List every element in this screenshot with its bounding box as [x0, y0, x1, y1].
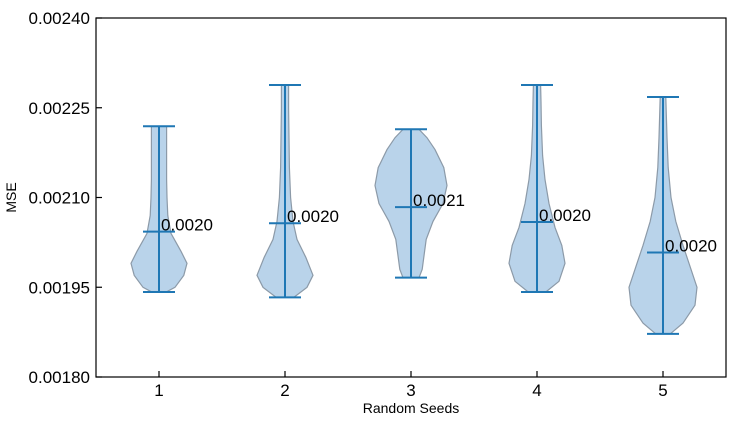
violin-4: 0.0020: [508, 84, 591, 294]
violin-2: 0.0020: [256, 84, 339, 299]
y-axis-label: MSE: [3, 182, 19, 212]
violin-mean-label: 0.0020: [539, 206, 591, 225]
violin-3: 0.0021: [374, 128, 465, 279]
x-tick-label: 4: [532, 381, 541, 400]
y-tick-label: 0.00225: [29, 99, 90, 118]
y-tick-label: 0.00240: [29, 9, 90, 28]
y-tick-label: 0.00210: [29, 189, 90, 208]
y-tick-label: 0.00195: [29, 278, 90, 297]
x-tick-label: 1: [154, 381, 163, 400]
x-tick-label: 5: [658, 381, 667, 400]
x-tick-label: 3: [406, 381, 415, 400]
violin-mean-label: 0.0020: [161, 216, 213, 235]
x-axis-label: Random Seeds: [363, 400, 460, 416]
violin-mean-label: 0.0021: [413, 191, 465, 210]
y-tick-label: 0.00180: [29, 368, 90, 387]
violin-mean-label: 0.0020: [665, 237, 717, 256]
axes-layer: 0.00180 0.00195 0.00210 0.00225 0.00240 1 2 3 4 5: [29, 9, 727, 400]
violin-mean-label: 0.0020: [287, 207, 339, 226]
violin-5: 0.0020: [628, 95, 717, 335]
x-tick-label: 2: [280, 381, 289, 400]
violin-layer: 0.0020 0.0020 0.0021 0.0020 0.0020: [130, 84, 717, 335]
violin-1: 0.0020: [130, 125, 213, 294]
